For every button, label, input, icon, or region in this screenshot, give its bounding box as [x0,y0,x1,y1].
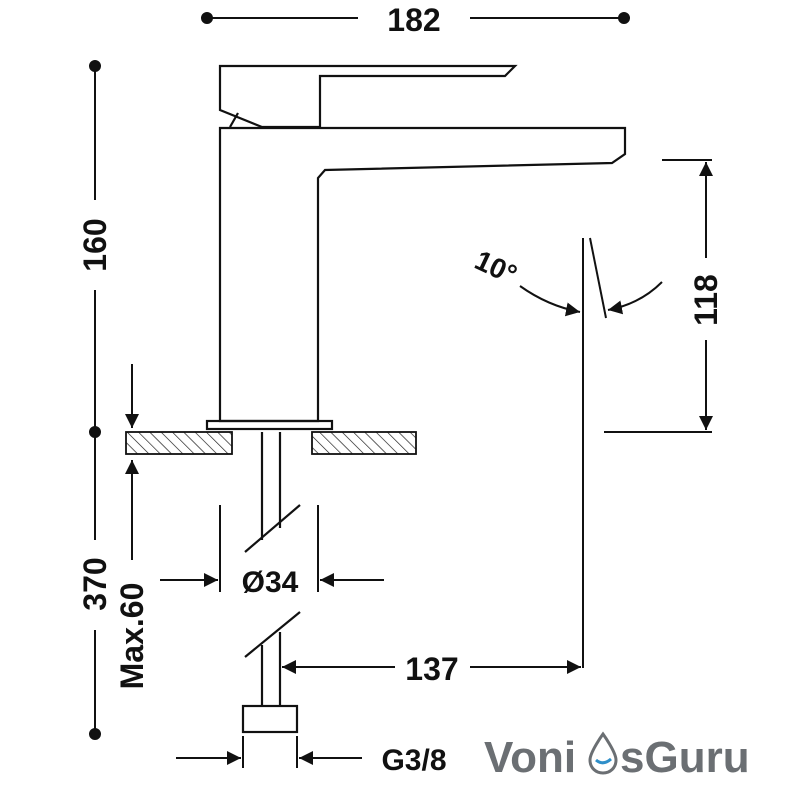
logo-text-part2: sGuru [620,733,750,782]
dim-reach-label: 137 [405,651,458,687]
dim-diameter [160,505,384,592]
dim-total-height-label: 370 [77,557,113,610]
dim-thread [176,736,362,768]
mounting-surface [125,431,417,455]
dim-tilt-angle-label: 10° [470,244,521,290]
faucet-lever [218,64,518,129]
dim-total-width [201,12,630,24]
lever-joint [229,112,239,128]
dim-total-height [89,432,101,740]
voniosguru-logo: Voni sGuru [484,731,750,782]
dim-diameter-label: Ø34 [242,566,299,599]
faucet-body [205,64,627,431]
supply-hose [241,432,301,734]
dim-total-width-label: 182 [387,2,440,38]
thread-connector [241,704,299,734]
base-flange [205,419,334,431]
logo-text-part1: Voni [484,733,576,782]
dim-max-mount-label: Max.60 [114,583,150,690]
dim-upper-height-label: 160 [77,218,113,271]
water-drop-icon [588,731,618,775]
faucet-spout-body [218,126,627,423]
dim-spout-height-label: 118 [688,274,724,326]
dim-spout-height [604,159,713,433]
dim-thread-label: G3/8 [381,744,446,777]
dim-tilt-angle [519,237,663,668]
